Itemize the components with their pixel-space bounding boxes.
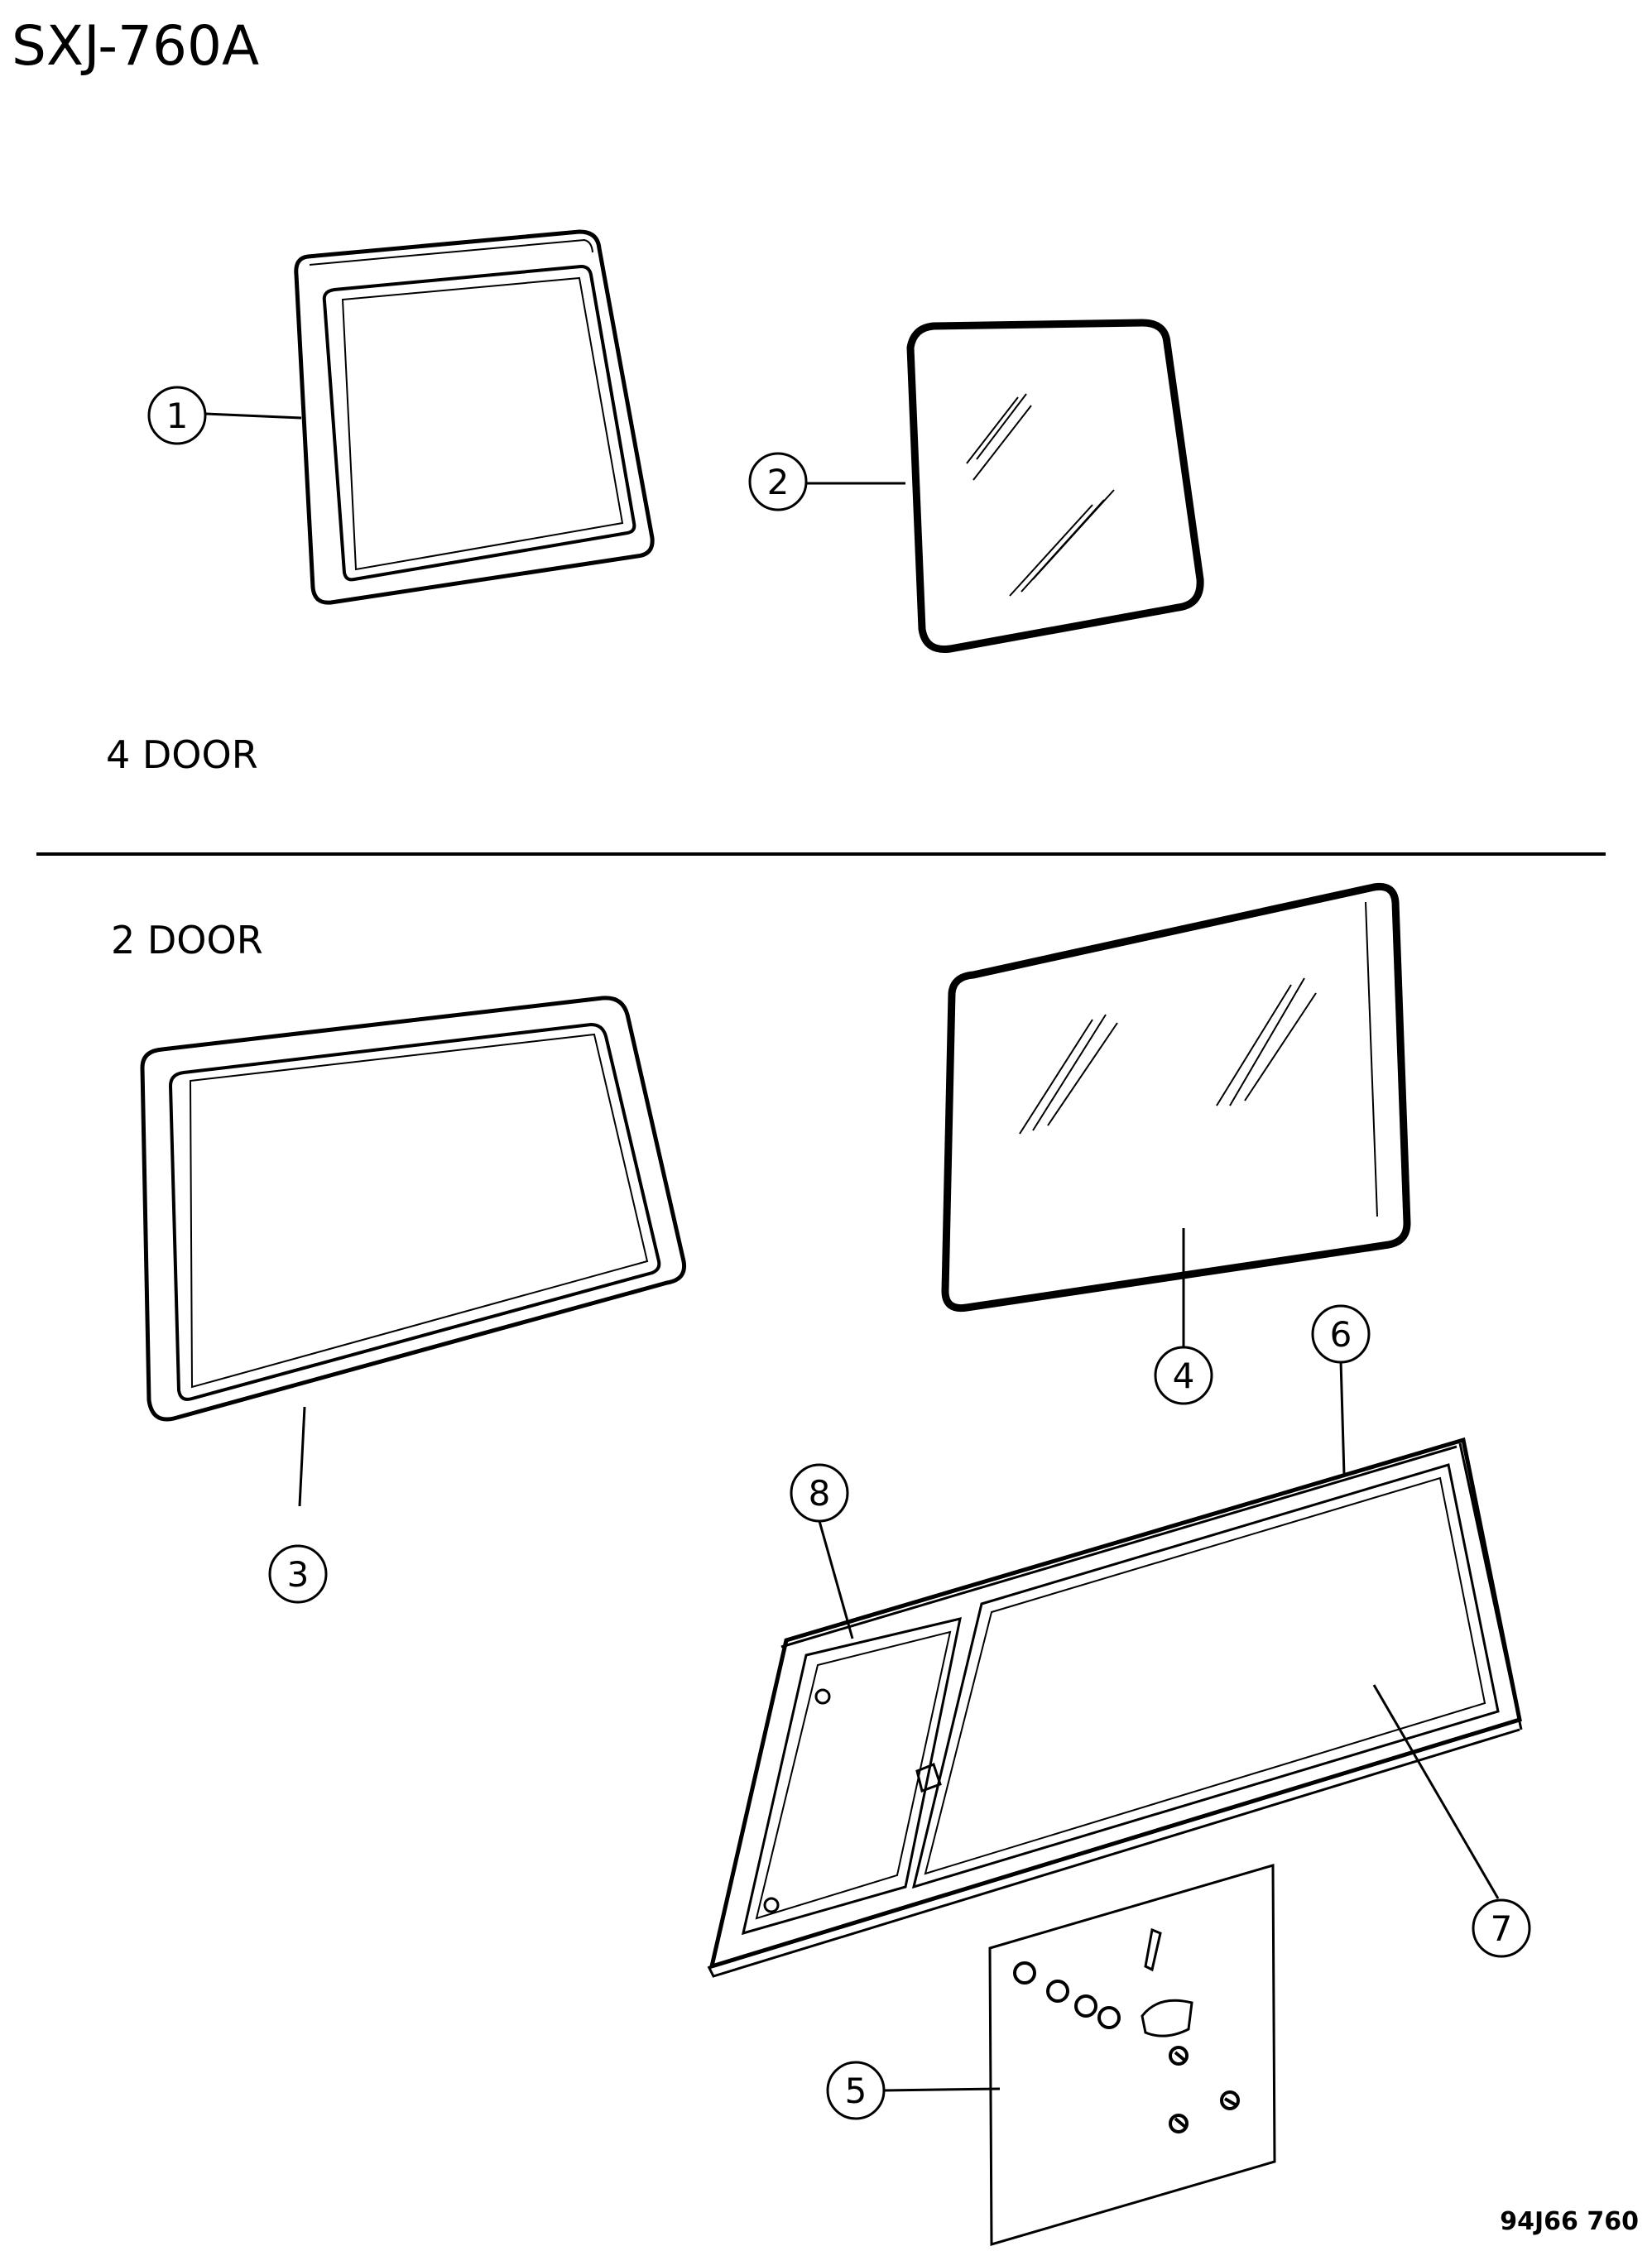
callout-7-label: 7 (1491, 1908, 1513, 1949)
glass-2-door (941, 882, 1411, 1313)
callout-6-label: 6 (1330, 1314, 1352, 1355)
callout-2: 2 (748, 452, 808, 511)
callout-4: 4 (1154, 1346, 1213, 1405)
callout-8: 8 (790, 1463, 849, 1523)
callout-5: 5 (826, 2061, 886, 2120)
sliding-window-assembly (707, 1437, 1523, 1978)
callout-7: 7 (1472, 1898, 1531, 1958)
weatherstrip-4-door (294, 229, 655, 605)
callout-1-label: 1 (166, 396, 189, 436)
callout-1: 1 (147, 386, 207, 445)
glass-4-door (906, 319, 1204, 653)
callout-3-label: 3 (287, 1554, 310, 1595)
callout-3: 3 (268, 1544, 328, 1604)
callout-2-label: 2 (767, 462, 790, 502)
weatherstrip-2-door (140, 996, 687, 1422)
section-label-4-door: 4 DOOR (106, 732, 258, 777)
diagram-title: SXJ-760A (12, 14, 259, 78)
callout-8-label: 8 (809, 1473, 831, 1514)
section-label-2-door: 2 DOOR (111, 918, 263, 962)
diagram-code: 94J66 760 (1500, 2207, 1639, 2236)
callout-5-label: 5 (845, 2071, 867, 2111)
callout-4-label: 4 (1173, 1356, 1195, 1396)
hardware-kit-card (988, 1864, 1276, 2246)
callout-6: 6 (1311, 1304, 1371, 1364)
leader-lines (204, 412, 1500, 2092)
